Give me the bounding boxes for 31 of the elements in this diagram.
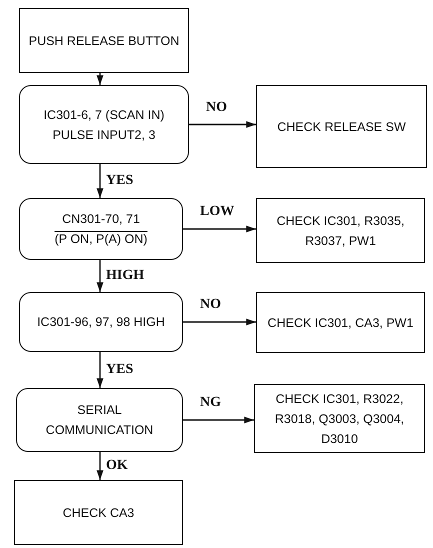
- process-box: [14, 480, 183, 545]
- node-text: PUSH RELEASE BUTTON: [28, 32, 180, 50]
- arrow: [183, 318, 256, 326]
- arrow: [189, 121, 256, 128]
- process-box: [256, 85, 427, 168]
- node-text: CN301-70, 71: [62, 211, 140, 228]
- edge-label: NO: [205, 100, 228, 114]
- process-box: [256, 198, 425, 263]
- node-text: IC301-6, 7 (SCAN IN) PULSE INPUT2, 3: [42, 106, 166, 144]
- process-box: [256, 292, 425, 353]
- decision-box: [19, 292, 183, 352]
- process-box: [19, 8, 189, 73]
- arrow: [96, 260, 104, 292]
- arrow: [96, 164, 104, 198]
- decision-box: [19, 85, 189, 164]
- node-text: (P ON, P(A) ON): [54, 231, 148, 248]
- arrow: [183, 226, 256, 232]
- arrow: [96, 452, 104, 480]
- arrow: [183, 416, 254, 424]
- node-text: CHECK RELEASE SW: [277, 118, 406, 136]
- node-text: IC301-96, 97, 98 HIGH: [37, 314, 165, 331]
- node-text: CHECK IC301, R3022, R3018, Q3003, Q3004, D3010: [274, 390, 406, 448]
- node-text: CHECK CA3: [62, 504, 134, 522]
- arrow: [96, 352, 104, 388]
- node-text: SERIAL COMMUNICATION: [44, 402, 154, 439]
- node-text: CHECK IC301, CA3, PW1: [268, 314, 414, 332]
- node-text: CHECK IC301, R3035, R3037, PW1: [276, 212, 406, 250]
- process-box: [254, 384, 425, 453]
- decision-box: [16, 388, 183, 452]
- arrow: [96, 73, 104, 85]
- decision-box: [19, 198, 183, 260]
